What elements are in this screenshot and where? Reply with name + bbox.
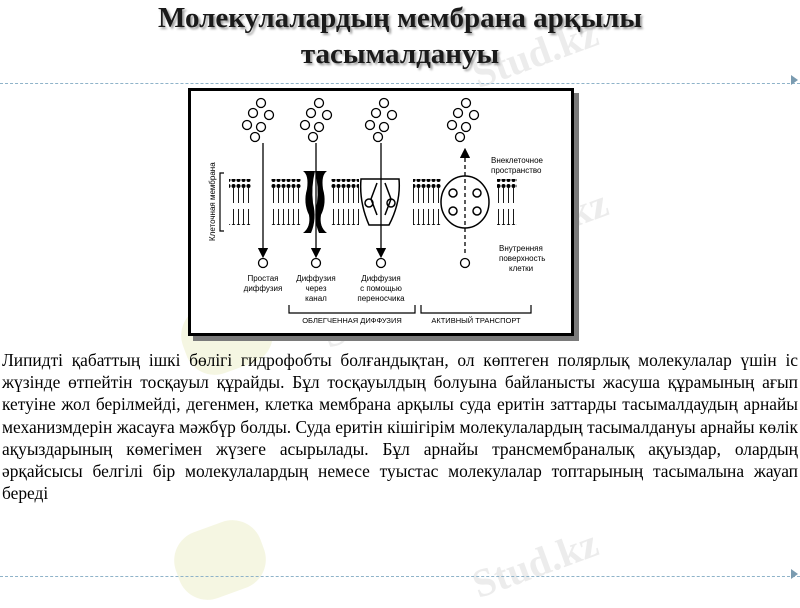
title-divider (0, 83, 800, 84)
facilitated-diffusion-label: ОБЛЕГЧЕННАЯ ДИФФУЗИЯ (302, 316, 402, 325)
bullet-arrow-icon (791, 75, 798, 85)
membrane-transport-diagram: Клеточная мембрана Внеклеточное простран… (188, 88, 574, 336)
slide-title: Молекулалардың мембрана арқылы тасымалда… (0, 0, 800, 72)
channel-label-2: через (305, 284, 326, 293)
bullet-arrow-icon (791, 569, 798, 579)
slide-title-line-1: Молекулалардың мембрана арқылы (158, 2, 642, 34)
molecule-clusters (241, 97, 480, 143)
lipid-bilayer (229, 179, 517, 225)
body-paragraph: Липидті қабаттың ішкі бөлігі гидрофобты … (2, 350, 798, 504)
simple-diffusion-label-2: диффузия (244, 284, 283, 293)
inside-label-1: Внутренняя (499, 244, 543, 253)
watermark-shape (165, 511, 275, 608)
active-transport-label: АКТИВНЫЙ ТРАНСПОРТ (431, 316, 521, 325)
membrane-label: Клеточная мембрана (208, 162, 217, 241)
carrier-label-2: с помощью (360, 284, 402, 293)
carrier-label-3: переносчика (357, 294, 405, 303)
inside-label-2: поверхность (499, 254, 545, 263)
channel-label-3: канал (305, 294, 327, 303)
outside-label-2: пространство (491, 166, 542, 175)
watermark-text: Stud.kz (466, 520, 604, 607)
footer-divider (0, 576, 800, 577)
simple-diffusion-label-1: Простая (247, 274, 278, 283)
carrier-protein (359, 178, 401, 226)
channel-protein (303, 171, 327, 233)
outside-label-1: Внеклеточное (491, 156, 544, 165)
carrier-label-1: Диффузия (361, 274, 400, 283)
inside-label-3: клетки (509, 264, 533, 273)
channel-label-1: Диффузия (296, 274, 335, 283)
slide-title-line-2: тасымалдануы (300, 38, 500, 70)
diagram-svg: Клеточная мембрана Внеклеточное простран… (208, 97, 545, 325)
